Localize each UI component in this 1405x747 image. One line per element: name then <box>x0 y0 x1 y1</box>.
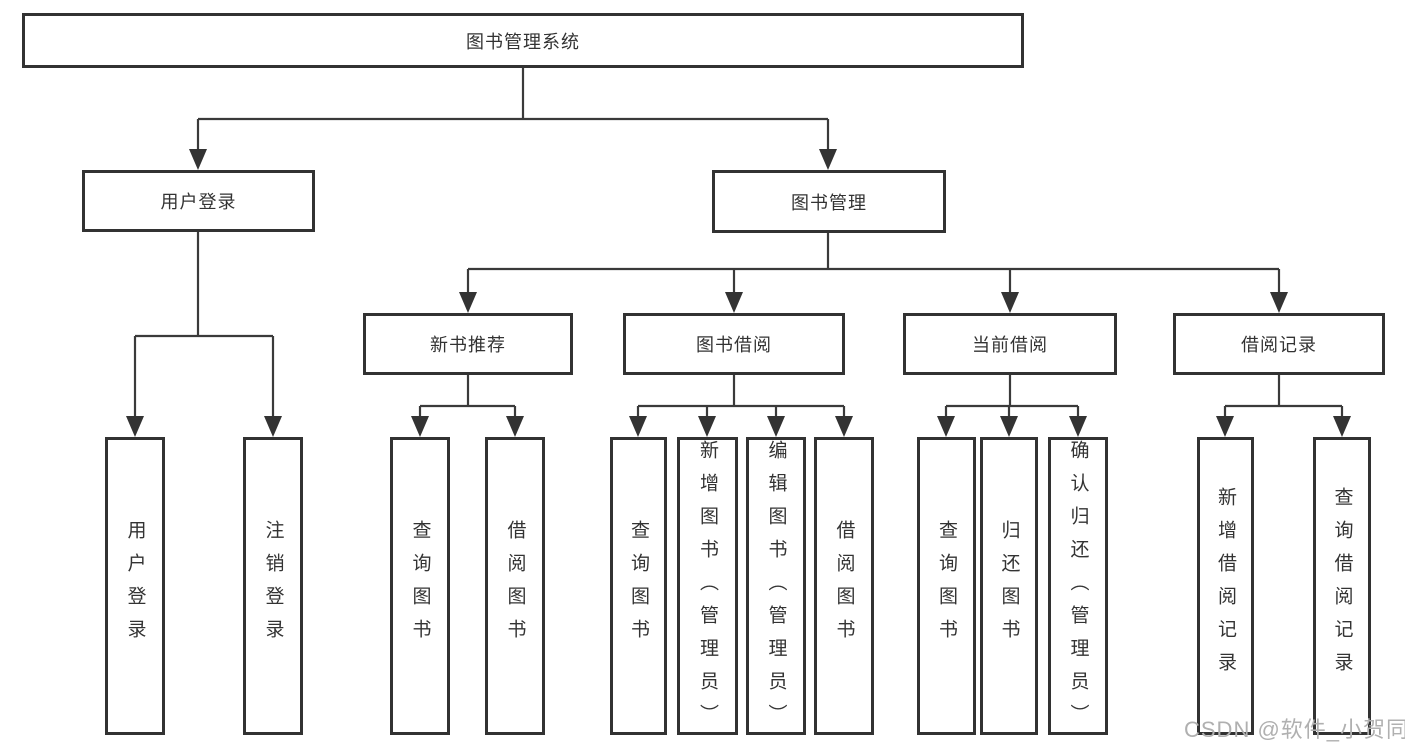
node-book-management: 图书管理 <box>712 170 946 233</box>
node-current-borrowing: 当前借阅 <box>903 313 1117 375</box>
node-borrow-records: 借阅记录 <box>1173 313 1385 375</box>
node-leaf-query-books-recommend: 查询图书 <box>390 437 450 735</box>
node-library-management-system: 图书管理系统 <box>22 13 1024 68</box>
node-leaf-edit-books-admin: 编辑图书（管理员） <box>746 437 806 737</box>
node-leaf-borrow-books-borrowing: 借阅图书 <box>814 437 874 735</box>
csdn-watermark: CSDN @软件_小贺同学 <box>1184 717 1405 742</box>
node-leaf-add-borrow-record: 新增借阅记录 <box>1197 437 1254 735</box>
node-leaf-confirm-return-admin: 确认归还（管理员） <box>1048 437 1108 737</box>
node-book-borrowing: 图书借阅 <box>623 313 845 375</box>
node-leaf-add-books-admin: 新增图书（管理员） <box>677 437 738 737</box>
node-leaf-return-books: 归还图书 <box>980 437 1038 735</box>
node-leaf-logout: 注销登录 <box>243 437 303 735</box>
node-leaf-query-books-current: 查询图书 <box>917 437 976 735</box>
node-leaf-query-borrow-record: 查询借阅记录 <box>1313 437 1371 735</box>
node-new-book-recommend: 新书推荐 <box>363 313 573 375</box>
node-leaf-query-books-borrowing: 查询图书 <box>610 437 667 735</box>
node-leaf-user-login: 用户登录 <box>105 437 165 735</box>
node-leaf-borrow-books-recommend: 借阅图书 <box>485 437 545 735</box>
node-user-login: 用户登录 <box>82 170 315 232</box>
